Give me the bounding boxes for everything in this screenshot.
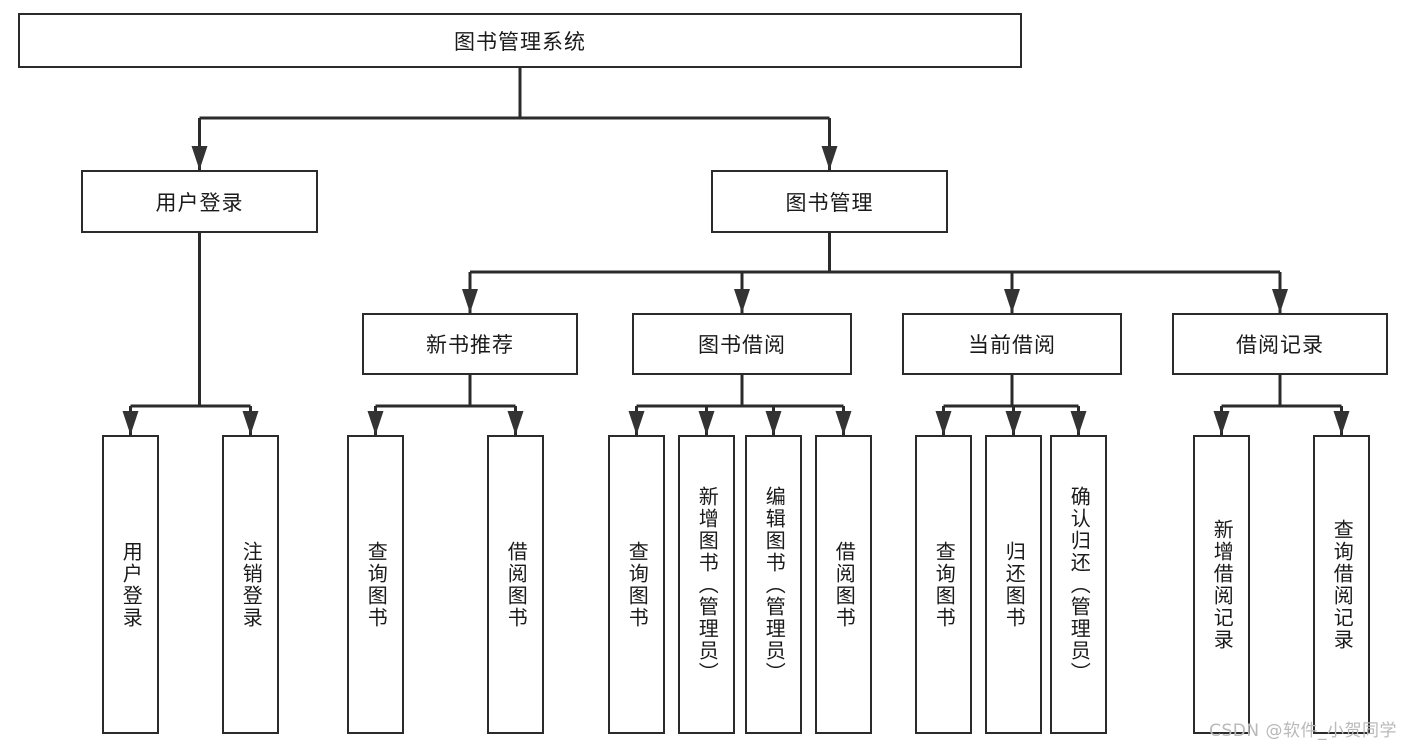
node-label: 图书管理系统	[454, 29, 586, 54]
node-lf09[interactable]: 查询图书	[915, 435, 972, 734]
node-root[interactable]: 图书管理系统	[18, 13, 1022, 68]
node-label: 新增借阅记录	[1210, 518, 1235, 651]
node-label: 新增图书（管理员）	[695, 485, 720, 684]
node-lf12[interactable]: 新增借阅记录	[1193, 435, 1250, 734]
node-label: 用户登录	[155, 190, 244, 215]
node-l1a[interactable]: 用户登录	[81, 170, 318, 233]
node-label: 注销登录	[239, 540, 264, 629]
node-label: 查询图书	[364, 540, 389, 629]
node-lf02[interactable]: 注销登录	[222, 435, 279, 734]
node-label: 确认归还（管理员）	[1067, 485, 1092, 684]
node-label: 借阅图书	[832, 540, 857, 629]
node-l2c[interactable]: 当前借阅	[902, 313, 1122, 375]
node-lf05[interactable]: 查询图书	[608, 435, 665, 734]
node-label: 当前借阅	[968, 333, 1056, 357]
watermark-label: CSDN @软件_小贺同学	[1209, 721, 1397, 741]
node-lf08[interactable]: 借阅图书	[815, 435, 872, 734]
node-lf10[interactable]: 归还图书	[985, 435, 1042, 734]
node-l2d[interactable]: 借阅记录	[1172, 313, 1388, 375]
node-label: 查询图书	[932, 540, 957, 629]
node-lf03[interactable]: 查询图书	[347, 435, 404, 734]
node-label: 借阅图书	[504, 540, 529, 629]
node-l2a[interactable]: 新书推荐	[362, 313, 578, 375]
node-lf11[interactable]: 确认归还（管理员）	[1050, 435, 1107, 734]
node-lf04[interactable]: 借阅图书	[487, 435, 544, 734]
node-lf07[interactable]: 编辑图书（管理员）	[745, 435, 802, 734]
node-label: 图书借阅	[698, 333, 786, 357]
node-l1b[interactable]: 图书管理	[711, 170, 948, 233]
node-lf13[interactable]: 查询借阅记录	[1313, 435, 1370, 734]
node-label: 借阅记录	[1236, 333, 1324, 357]
node-l2b[interactable]: 图书借阅	[632, 313, 852, 375]
node-label: 用户登录	[119, 540, 144, 629]
node-label: 归还图书	[1002, 540, 1027, 629]
node-label: 查询借阅记录	[1330, 518, 1355, 651]
node-lf01[interactable]: 用户登录	[102, 435, 159, 734]
node-label: 新书推荐	[426, 333, 514, 357]
node-lf06[interactable]: 新增图书（管理员）	[678, 435, 735, 734]
node-label: 图书管理	[785, 190, 874, 215]
node-label: 编辑图书（管理员）	[762, 485, 787, 684]
node-label: 查询图书	[625, 540, 650, 629]
